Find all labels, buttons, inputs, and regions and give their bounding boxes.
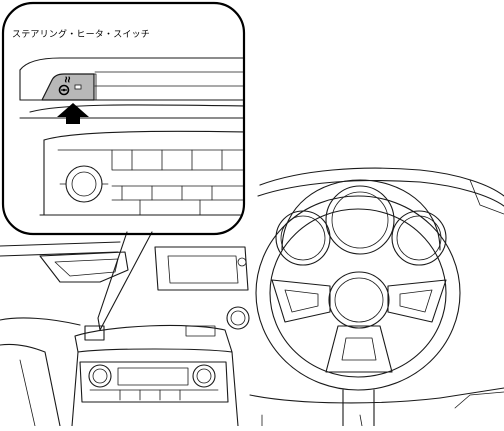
switch-indicator-light bbox=[74, 84, 82, 90]
steering-heater-icon bbox=[58, 76, 71, 96]
callout-bubble bbox=[1, 1, 246, 236]
up-arrow-icon bbox=[57, 103, 89, 124]
instrument-cluster bbox=[275, 179, 447, 266]
steering-wheel bbox=[255, 195, 461, 427]
callout-label: ステアリング・ヒータ・スイッチ bbox=[12, 30, 151, 40]
dashboard bbox=[0, 167, 504, 427]
callout-leader bbox=[97, 231, 153, 331]
